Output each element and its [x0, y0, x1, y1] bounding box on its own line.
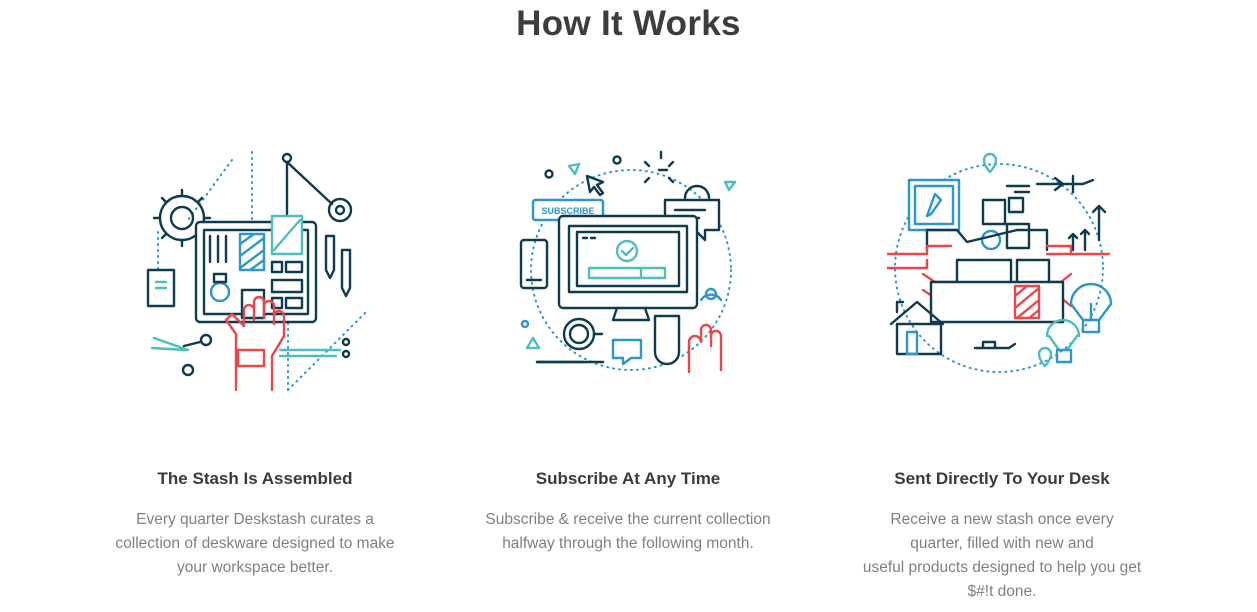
step-delivery: Sent Directly To Your Desk Receive a new…	[827, 0, 1177, 612]
step-assembled: The Stash Is Assembled Every quarter Des…	[80, 0, 430, 612]
step-title: Sent Directly To Your Desk	[894, 469, 1110, 488]
delivery-illustration-icon	[887, 152, 1113, 373]
section-title: How It Works	[516, 4, 741, 43]
step-subscribe: SUBSCRIBE	[453, 0, 803, 612]
step-description: Subscribe & receive the current collecti…	[485, 511, 771, 552]
step-description: Receive a new stash once every quarter, …	[862, 511, 1142, 600]
assembly-illustration-icon	[146, 151, 369, 392]
step-description: Every quarter Deskstash curates a collec…	[115, 511, 395, 576]
step-title: Subscribe At Any Time	[535, 469, 721, 488]
subscribe-badge-label: SUBSCRIBE	[541, 206, 594, 216]
subscribe-illustration-icon: SUBSCRIBE	[519, 150, 737, 374]
step-title: The Stash Is Assembled	[157, 469, 353, 488]
